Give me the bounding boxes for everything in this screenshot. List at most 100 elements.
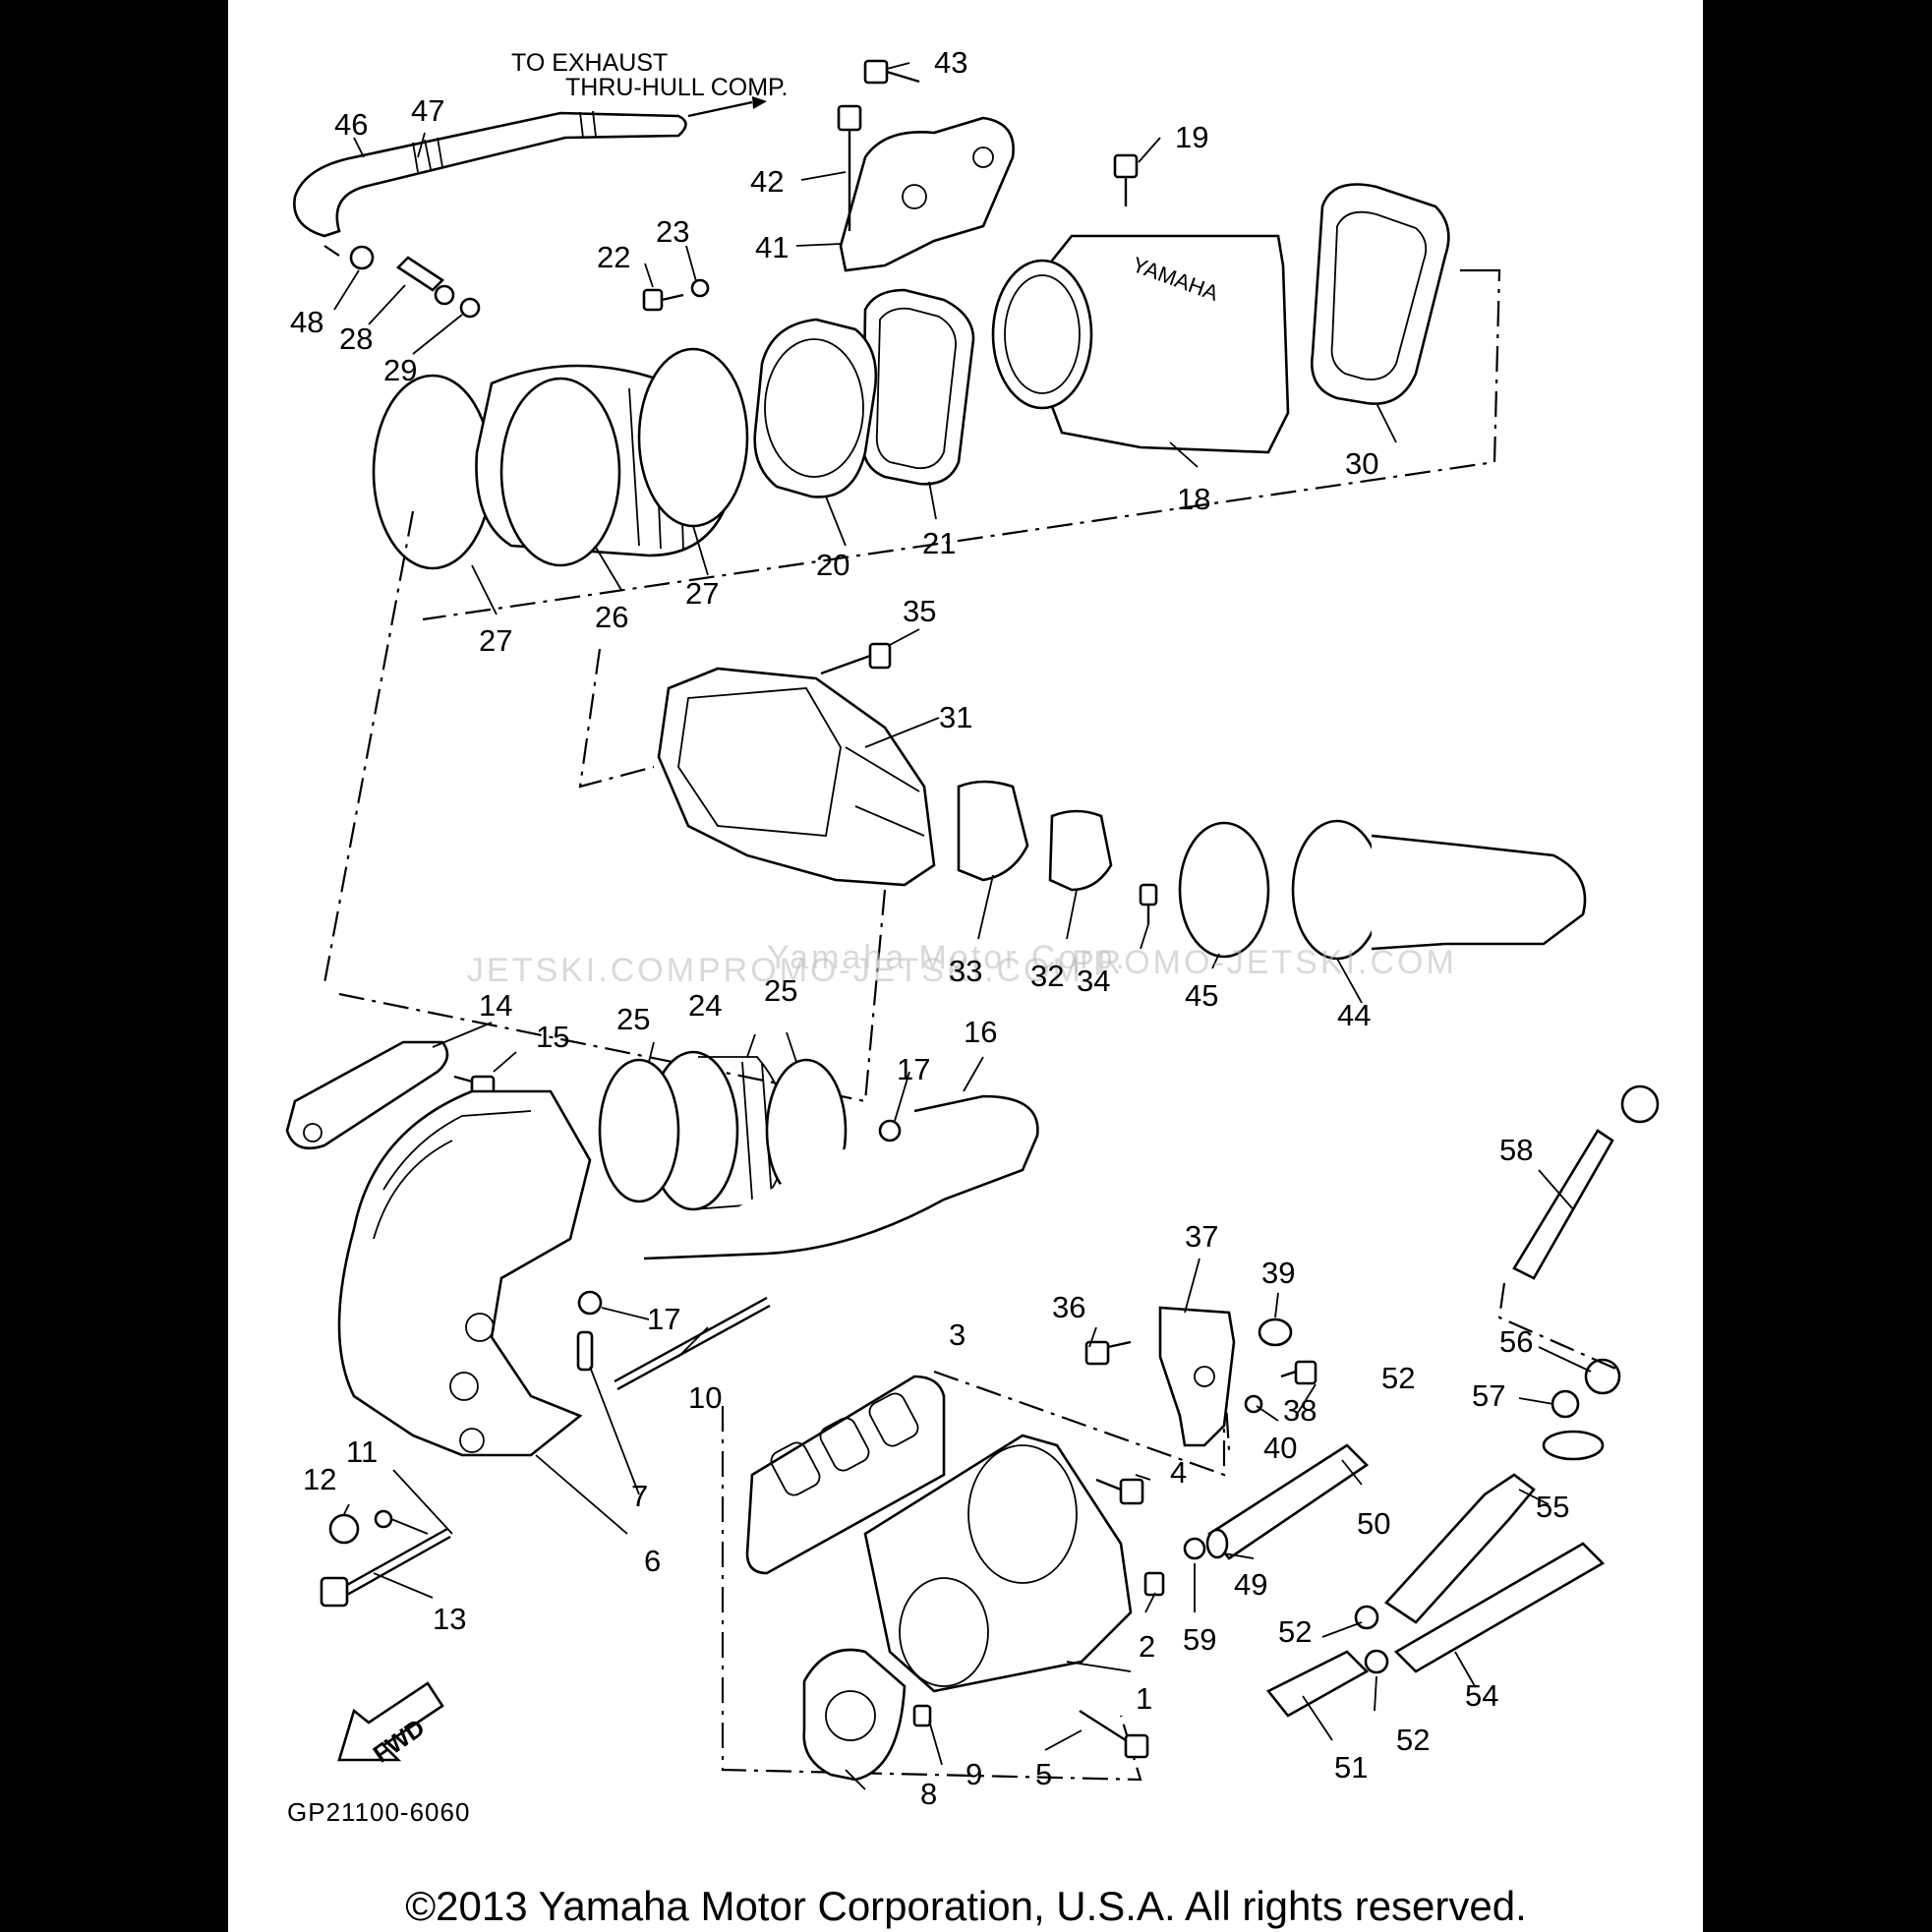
cable-58: [1512, 1084, 1660, 1280]
callout-47: 47: [411, 93, 444, 128]
callout-37: 37: [1185, 1219, 1218, 1254]
callout-52-upper: 52: [1278, 1614, 1312, 1649]
bolt-22: [642, 288, 684, 312]
callout-58: 58: [1499, 1133, 1533, 1167]
callout-29: 29: [383, 353, 417, 387]
callout-46: 46: [334, 107, 368, 142]
callout-7: 7: [631, 1479, 648, 1513]
clamp-52-lower: [1364, 1649, 1389, 1674]
pin-2: [1143, 1571, 1165, 1597]
callout-52-lower: 52: [1396, 1723, 1430, 1757]
callout-21: 21: [922, 526, 956, 560]
callout-5: 5: [1035, 1757, 1052, 1791]
callout-20: 20: [816, 548, 849, 582]
gasket-8: [802, 1648, 907, 1782]
callout-55: 55: [1536, 1490, 1569, 1524]
note-line-1: TO EXHAUST: [511, 49, 668, 77]
hose-44: [1291, 819, 1587, 961]
clamp-52-upper: [1354, 1605, 1379, 1630]
watermark-4: PROMO-JETSKI.COM: [1072, 944, 1457, 981]
clamp-27-upper: [637, 347, 749, 528]
callout-30: 30: [1345, 446, 1378, 481]
middle-guide-line: [333, 648, 887, 1103]
bracket-37: [1158, 1306, 1236, 1447]
drawing-code: GP21100-6060: [287, 1797, 470, 1827]
gasket-3: [745, 1375, 946, 1575]
callout-1: 1: [1136, 1681, 1152, 1716]
callout-26: 26: [595, 600, 628, 634]
muffler-18: YAMAHA: [991, 234, 1290, 454]
callout-6: 6: [644, 1544, 661, 1578]
callout-2: 2: [1139, 1629, 1155, 1664]
nut-57: [1551, 1389, 1580, 1419]
callout-8: 8: [920, 1777, 937, 1811]
callout-40: 40: [1263, 1431, 1297, 1465]
callout-27-upper: 27: [685, 576, 719, 611]
callout-31: 31: [939, 700, 972, 734]
callout-24: 24: [688, 988, 722, 1023]
bolt-34: [1139, 883, 1158, 924]
callout-59: 59: [1183, 1622, 1216, 1657]
exhaust-hose-46: [293, 110, 687, 238]
callout-54: 54: [1465, 1678, 1498, 1713]
clamp-27: [372, 374, 494, 570]
clamp-45: [1178, 821, 1270, 959]
washer-23: [690, 278, 710, 298]
bolt-35: [820, 642, 892, 675]
callout-53: 52: [1381, 1361, 1415, 1395]
dowel-9: [912, 1704, 932, 1727]
clamp-59: [1183, 1537, 1206, 1560]
fitting-28-end: [434, 284, 455, 306]
callout-17-lower: 17: [647, 1302, 680, 1336]
callout-19: 19: [1175, 120, 1208, 154]
bolt-13: [320, 1527, 451, 1608]
copyright-notice: ©2013 Yamaha Motor Corporation, U.S.A. A…: [405, 1883, 1527, 1929]
washer-40: [1244, 1394, 1263, 1414]
washer-11: [374, 1509, 393, 1529]
stay-14: [285, 1040, 449, 1150]
callout-18: 18: [1177, 482, 1210, 516]
callout-34: 34: [1077, 964, 1110, 998]
exhaust-body-31: [657, 667, 936, 887]
gasket-30: [1310, 183, 1450, 405]
bracket-41: [839, 116, 1015, 272]
top-enclosure-line: [422, 268, 1501, 621]
callout-labels: 46 47 48 28 29 22 23 42 41 43 19 30 18 2…: [290, 45, 1569, 1811]
callout-13: 13: [433, 1602, 466, 1636]
flange-20: [753, 318, 878, 498]
callout-3: 3: [949, 1317, 966, 1352]
exhaust-manifold-1: [863, 1434, 1133, 1693]
plate-32: [1048, 809, 1113, 892]
callout-12: 12: [303, 1462, 336, 1496]
callout-17: 17: [897, 1052, 930, 1086]
watermark-1: JETSKI.COM: [467, 952, 697, 989]
callout-10: 10: [688, 1380, 722, 1415]
pipe-54: [1393, 1542, 1606, 1673]
callout-28: 28: [339, 322, 373, 356]
watermark-3: Yamaha Motor Corp.: [767, 939, 1128, 976]
bolt-43: [863, 59, 920, 85]
gasket-33: [957, 780, 1029, 882]
callout-57: 57: [1472, 1378, 1505, 1413]
nut-56: [1584, 1358, 1621, 1395]
damper-39: [1258, 1317, 1293, 1347]
left-guide-line: [322, 245, 415, 984]
callout-33: 33: [949, 954, 982, 988]
callout-38: 38: [1283, 1393, 1317, 1428]
clamp-17-lower: [577, 1290, 603, 1316]
fwd-arrow-icon: [337, 1681, 444, 1762]
exhaust-direction-arrow: [687, 100, 753, 118]
callout-15: 15: [536, 1020, 569, 1054]
callout-14: 14: [479, 988, 512, 1023]
pipe-7: [576, 1330, 594, 1372]
clamp-17: [878, 1119, 902, 1142]
callout-43: 43: [934, 45, 967, 80]
bolt-36: [1084, 1340, 1132, 1366]
nut-12: [328, 1513, 360, 1545]
callout-42: 42: [750, 164, 784, 199]
bolt-38: [1280, 1360, 1317, 1385]
fitting-28: [395, 256, 445, 292]
callout-25-left: 25: [616, 1002, 650, 1036]
bolt-4: [1095, 1478, 1144, 1505]
